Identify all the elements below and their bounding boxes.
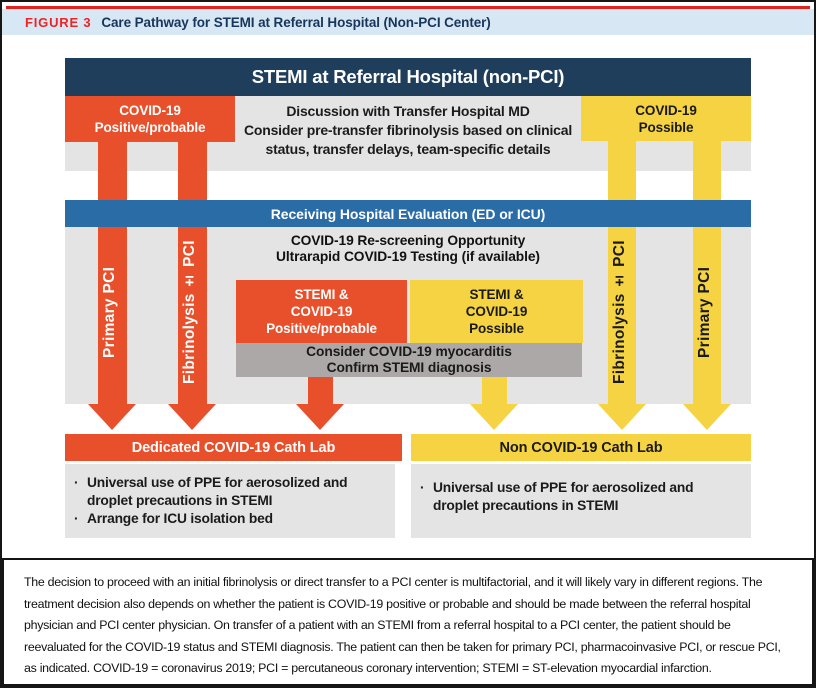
list-item: · Arrange for ICU isolation bed bbox=[74, 510, 389, 528]
discussion-line3: status, transfer delays, team-specific d… bbox=[265, 141, 551, 157]
bullet-text: Universal use of PPE for aerosolized and… bbox=[87, 475, 348, 508]
covid-possible-line1: COVID-19 bbox=[635, 102, 697, 118]
arrow-label-primary-pci-right: Primary PCI bbox=[696, 266, 713, 358]
arrow-stem-fibrinolysis-right bbox=[608, 140, 636, 404]
receiving-evaluation-banner: Receiving Hospital Evaluation (ED or ICU… bbox=[65, 200, 751, 227]
myocarditis-line1: Consider COVID-19 myocarditis bbox=[306, 344, 512, 359]
bullet-icon: · bbox=[74, 511, 79, 526]
arrow-stem-covid-positive-center bbox=[308, 377, 333, 404]
list-item: · Universal use of PPE for aerosolized a… bbox=[420, 479, 745, 515]
arrow-stem-primary-pci-right bbox=[693, 140, 721, 404]
covid-positive-line1: COVID-19 bbox=[119, 103, 181, 118]
myocarditis-line2: Confirm STEMI diagnosis bbox=[326, 360, 492, 375]
bullet-icon: · bbox=[74, 475, 79, 490]
bullet-text: Universal use of PPE for aerosolized and… bbox=[433, 480, 694, 513]
rescreening-line1: COVID-19 Re-screening Opportunity bbox=[290, 233, 526, 248]
figure-caption-text: The decision to proceed with an initial … bbox=[24, 575, 781, 676]
arrow-head-fibrinolysis-right bbox=[598, 404, 646, 430]
arrow-label-fibrinolysis-left: Fibrinolysis ± PCI bbox=[181, 240, 198, 384]
list-item: · Universal use of PPE for aerosolized a… bbox=[74, 474, 389, 510]
stemi-covid-positive-box: STEMI & COVID-19 Positive/probable bbox=[236, 280, 407, 343]
stemi-referral-banner: STEMI at Referral Hospital (non-PCI) bbox=[65, 58, 751, 96]
arrow-stem-covid-possible-center bbox=[482, 377, 507, 404]
stemi-covid-positive-line1: STEMI & bbox=[294, 287, 349, 302]
bullet-text: Arrange for ICU isolation bed bbox=[87, 511, 273, 526]
stemi-covid-possible-line3: Possible bbox=[469, 321, 524, 336]
stemi-covid-positive-line2: COVID-19 bbox=[290, 304, 353, 319]
non-covid-cath-lab-bar: Non COVID-19 Cath Lab bbox=[411, 434, 751, 461]
non-covid-cath-lab-notes: · Universal use of PPE for aerosolized a… bbox=[411, 464, 751, 538]
discussion-line2: Consider pre-transfer fibrinolysis based… bbox=[243, 122, 573, 138]
rescreening-line2: Ultrarapid COVID-19 Testing (if availabl… bbox=[276, 249, 540, 264]
arrow-head-fibrinolysis-left bbox=[168, 404, 216, 430]
figure-title-bar: FIGURE 3 Care Pathway for STEMI at Refer… bbox=[2, 9, 814, 35]
arrow-head-primary-pci-left bbox=[88, 404, 136, 430]
transfer-discussion-note: Discussion with Transfer Hospital MD Con… bbox=[235, 102, 581, 159]
rescreening-note: COVID-19 Re-screening Opportunity Ultrar… bbox=[65, 233, 751, 265]
covid-positive-box: COVID-19 Positive/probable bbox=[65, 96, 235, 142]
arrow-stem-primary-pci-left bbox=[98, 142, 127, 404]
discussion-line1: Discussion with Transfer Hospital MD bbox=[286, 103, 530, 119]
arrow-head-covid-positive-center bbox=[296, 404, 344, 430]
stemi-covid-possible-line1: STEMI & bbox=[469, 287, 524, 302]
covid-positive-line2: Positive/probable bbox=[94, 120, 206, 135]
top-red-rule bbox=[6, 6, 810, 9]
figure-label: FIGURE 3 bbox=[25, 14, 92, 30]
arrow-label-fibrinolysis-right: Fibrinolysis ± PCI bbox=[611, 240, 628, 384]
stemi-covid-possible-box: STEMI & COVID-19 Possible bbox=[410, 280, 583, 343]
arrow-stem-fibrinolysis-left bbox=[178, 142, 207, 404]
arrow-head-primary-pci-right bbox=[683, 404, 731, 430]
covid-possible-box: COVID-19 Possible bbox=[581, 96, 751, 141]
figure-title: Care Pathway for STEMI at Referral Hospi… bbox=[101, 14, 491, 30]
stemi-covid-possible-line2: COVID-19 bbox=[465, 304, 528, 319]
myocarditis-note: Consider COVID-19 myocarditis Confirm ST… bbox=[236, 343, 582, 377]
dedicated-cath-lab-bar: Dedicated COVID-19 Cath Lab bbox=[65, 434, 402, 461]
covid-possible-line2: Possible bbox=[638, 119, 694, 135]
arrow-label-primary-pci-left: Primary PCI bbox=[101, 266, 118, 358]
figure-caption-box: The decision to proceed with an initial … bbox=[2, 558, 814, 686]
dedicated-cath-lab-notes: · Universal use of PPE for aerosolized a… bbox=[65, 464, 395, 538]
stemi-covid-positive-line3: Positive/probable bbox=[266, 321, 377, 336]
arrow-head-covid-possible-center bbox=[470, 404, 518, 430]
bullet-icon: · bbox=[420, 480, 425, 495]
